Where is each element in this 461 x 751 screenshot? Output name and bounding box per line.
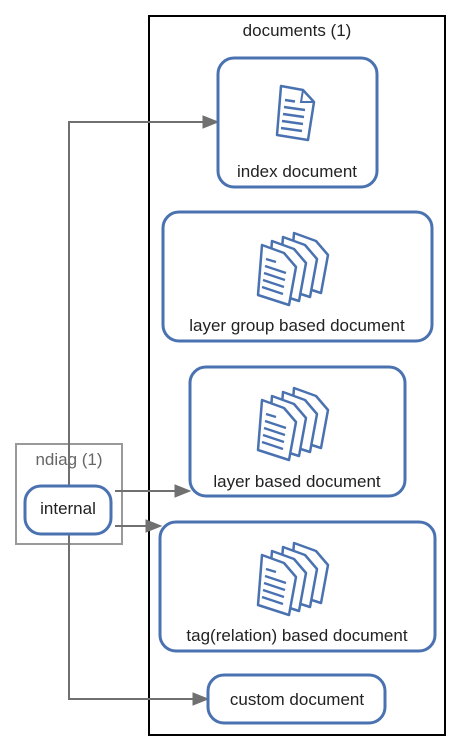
single-document-icon <box>275 84 316 142</box>
arrowhead-custom <box>192 692 210 706</box>
node-layer-group-document-label: layer group based document <box>189 316 405 335</box>
arrowhead-tag <box>145 519 163 533</box>
documents-cluster-label: documents (1) <box>243 21 352 40</box>
node-layer-document-label: layer based document <box>213 472 381 491</box>
arrowhead-index <box>202 115 220 129</box>
node-custom-document-label: custom document <box>230 690 364 709</box>
node-internal-label: internal <box>40 499 96 518</box>
edge-internal-to-custom <box>68 534 194 700</box>
node-tag-document-label: tag(relation) based document <box>186 626 407 645</box>
node-layer-document[interactable]: layer based document <box>188 365 407 498</box>
edge-arrowheads <box>145 115 220 706</box>
stacked-documents-icon <box>256 231 330 307</box>
node-tag-document[interactable]: tag(relation) based document <box>158 520 437 653</box>
stacked-documents-icon <box>256 541 330 617</box>
edge-internal-to-index <box>68 121 204 486</box>
stacked-documents-icon <box>256 386 330 462</box>
arrowhead-layer <box>174 484 192 498</box>
edges <box>68 121 204 700</box>
documents-cluster <box>148 15 446 736</box>
node-index-document-label: index document <box>237 162 357 181</box>
node-index-document[interactable]: index document <box>216 56 379 189</box>
node-layer-group-document[interactable]: layer group based document <box>161 210 434 343</box>
node-internal[interactable]: internal <box>23 484 113 536</box>
node-custom-document[interactable]: custom document <box>206 673 387 725</box>
